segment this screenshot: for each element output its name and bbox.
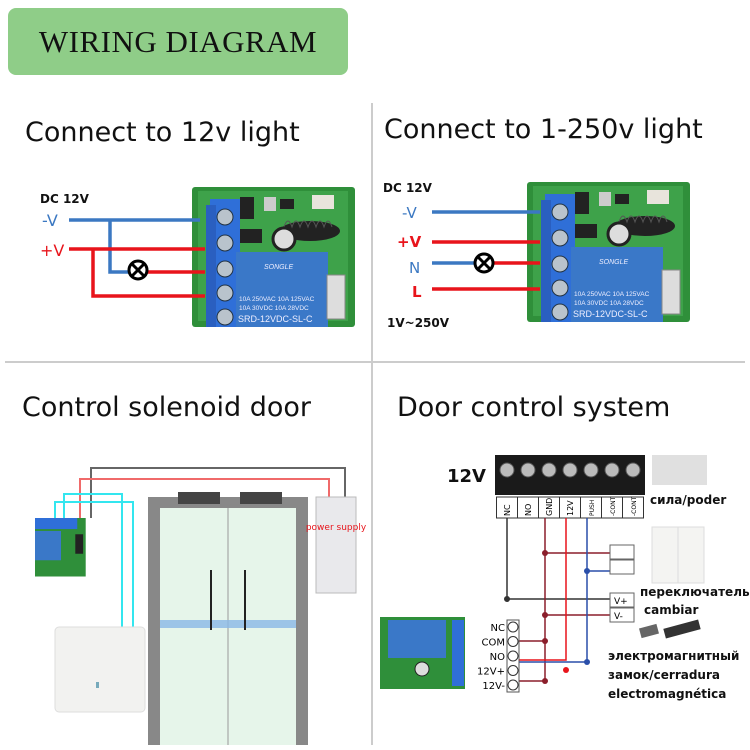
panel-heading: Connect to 1-250v light	[384, 114, 703, 145]
relay-terminal-label: COM	[482, 638, 505, 649]
pos-label: +V	[40, 241, 64, 260]
voltage-range: 1V~250V	[387, 316, 450, 330]
relay-model: SRD-12VDC-SL-C	[238, 314, 313, 324]
terminal-label: NC	[503, 504, 512, 516]
terminal-label: -CONT	[631, 496, 638, 516]
relay-rating-dc: 10A 30VDC 10A 28VDC	[239, 305, 309, 312]
solenoid-lock-icon	[639, 623, 659, 639]
relay-terminal-label: NO	[490, 652, 505, 663]
terminal-label: 12V	[566, 500, 575, 516]
title-badge: WIRING DIAGRAM	[8, 8, 348, 75]
relay-terminal-label: NC	[491, 623, 505, 634]
relay-board-small	[380, 617, 465, 689]
terminal-label-box	[622, 496, 644, 519]
vplus-label: V+	[614, 597, 628, 607]
magnetic-lock-icon	[663, 619, 701, 639]
wall-switch	[54, 626, 146, 713]
relay-terminal-screw	[507, 650, 519, 662]
page-title: WIRING DIAGRAM	[38, 23, 318, 59]
live-label: L	[412, 283, 422, 301]
terminal-label: PUSH	[589, 500, 596, 516]
power-terminal-vminus	[609, 607, 635, 623]
terminal-screw	[541, 462, 557, 478]
terminal-screw	[583, 462, 599, 478]
supply-label: DC 12V	[383, 181, 433, 195]
neg-label: -V	[42, 211, 58, 230]
terminal-label: -CONT	[610, 496, 617, 516]
supply-label: DC 12V	[40, 192, 90, 206]
panel-heading: Control solenoid door	[22, 392, 312, 423]
wire-negative	[69, 218, 200, 274]
neutral-label: N	[409, 259, 420, 277]
terminal-screw	[499, 462, 515, 478]
panel-12v-light: Connect to 12v light DC 12V -V +V SONGLE	[25, 117, 355, 327]
terminal-screw	[520, 462, 536, 478]
terminal-screw	[625, 462, 641, 478]
panel-heading: Door control system	[397, 392, 670, 423]
relay-terminal-label: 12V+	[477, 667, 505, 678]
relay-board-small	[35, 518, 86, 577]
switch-terminal	[609, 544, 635, 560]
voltage-label: 12V	[447, 466, 486, 487]
terminal-label: NO	[524, 504, 533, 516]
panel-heading: Connect to 12v light	[25, 117, 300, 148]
relay-rating-ac: 10A 250VAC 10A 125VAC	[239, 296, 315, 303]
power-terminal-vplus	[609, 592, 635, 608]
lamp-icon	[127, 259, 149, 281]
panel-door-control-system: Door control system 12V NC NO GND 12V PUSH -C…	[380, 392, 750, 701]
relay-board: SONGLE 10A 250VAC 10A 125VAC 10A 30VDC 1…	[192, 187, 355, 327]
glass-door	[148, 492, 308, 745]
relay-board	[525, 180, 692, 324]
panel-250v-light: Connect to 1-250v light DC 12V -V +V N L…	[383, 114, 703, 330]
power-caption: сила/poder	[650, 493, 726, 507]
lock-caption: замок/cerradura	[608, 668, 720, 682]
relay-terminal-screw	[507, 621, 519, 633]
relay-terminal-label: 12V-	[482, 681, 505, 692]
power-supply-label: power supply	[306, 523, 367, 533]
switch-terminal	[609, 559, 635, 575]
neg-label: -V	[402, 204, 418, 222]
terminal-screw	[562, 462, 578, 478]
power-supply-box	[315, 496, 357, 594]
lamp-icon	[473, 252, 495, 274]
switch-caption-ru: переключатель	[640, 585, 750, 599]
vminus-label: V-	[614, 612, 623, 622]
lock-caption: электромагнитный	[608, 649, 739, 663]
relay-terminal-screw	[507, 636, 519, 647]
relay-brand: SONGLE	[264, 264, 294, 271]
wire-positive	[69, 247, 205, 298]
power-module	[652, 455, 707, 485]
relay-terminal-screw	[507, 665, 519, 676]
terminal-screw	[604, 462, 620, 478]
relay-terminal-screw	[507, 679, 519, 691]
pos-label: +V	[397, 233, 422, 251]
lock-caption: electromagnética	[608, 687, 726, 701]
terminal-label: GND	[545, 498, 554, 516]
panel-solenoid-door: Control solenoid door power supply	[22, 392, 367, 745]
switch-caption-es: cambiar	[644, 603, 699, 617]
